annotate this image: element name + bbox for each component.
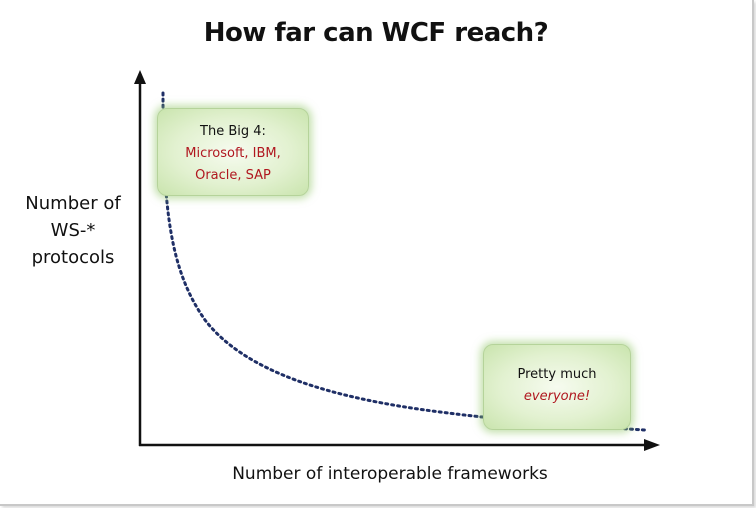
y-axis-label-line: Number of bbox=[25, 193, 121, 214]
big-four-vendors-line2: Oracle, SAP bbox=[195, 168, 271, 183]
y-axis-label-line: protocols bbox=[31, 247, 115, 268]
slide-title: How far can WCF reach? bbox=[203, 18, 549, 48]
y-axis-label-line: WS-* bbox=[50, 220, 96, 241]
everyone-line2: everyone! bbox=[523, 389, 591, 404]
x-axis-label: Number of interoperable frameworks bbox=[232, 464, 548, 484]
big-four-callout: The Big 4: Microsoft, IBM, Oracle, SAP bbox=[157, 108, 309, 196]
x-axis-arrowhead bbox=[644, 439, 660, 451]
everyone-callout: Pretty much everyone! bbox=[483, 344, 631, 430]
y-axis-arrowhead bbox=[134, 70, 146, 84]
everyone-line1: Pretty much bbox=[517, 367, 597, 382]
big-four-heading: The Big 4: bbox=[200, 124, 266, 139]
y-axis-label: Number of WS-* protocols bbox=[14, 190, 132, 271]
big-four-vendors-line1: Microsoft, IBM, bbox=[185, 146, 281, 161]
